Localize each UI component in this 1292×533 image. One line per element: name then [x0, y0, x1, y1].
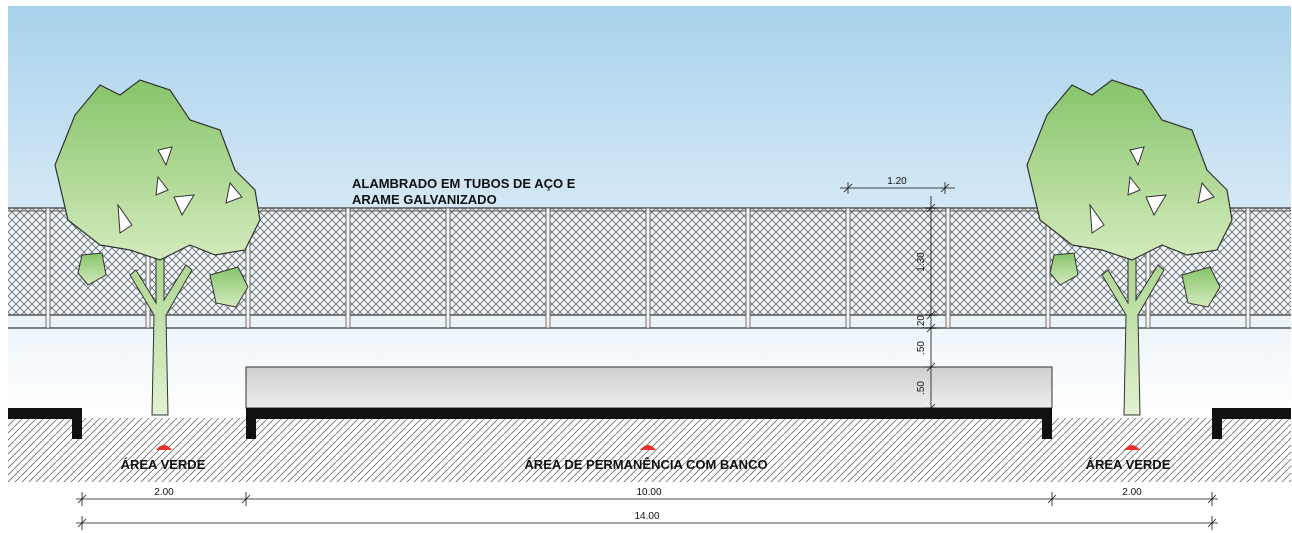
dimension-fence-spacing [840, 182, 955, 194]
fence-post [545, 207, 551, 329]
marker-icon [156, 445, 172, 450]
dimension-label-clearance: .50 [916, 341, 927, 355]
dimension-vertical-chain [925, 196, 937, 413]
dimension-label-spacing: 1.20 [887, 176, 907, 187]
dimension-label-bench-height: .50 [916, 381, 927, 395]
dimension-label-fence-height: 1.30 [916, 252, 927, 272]
dimension-label-right-green: 2.00 [1122, 487, 1142, 498]
curbs [8, 408, 1291, 439]
dimension-total [76, 516, 1218, 530]
zone-label-right: ÁREA VERDE [1086, 457, 1171, 472]
bench [245, 366, 1053, 409]
dimension-bottom-segments [76, 492, 1218, 506]
zone-label-center: ÁREA DE PERMANÊNCIA COM BANCO [524, 457, 767, 472]
fence-post [445, 207, 451, 329]
fence-post [945, 207, 951, 329]
fence-post [845, 207, 851, 329]
dimension-label-center: 10.00 [636, 487, 661, 498]
fence-label-line1: ALAMBRADO EM TUBOS DE AÇO E [352, 176, 576, 191]
dimension-label-left-green: 2.00 [154, 487, 174, 498]
fence-post [45, 207, 51, 329]
fence-label-line2: ARAME GALVANIZADO [352, 192, 497, 207]
marker-icon [640, 445, 656, 450]
zone-label-left: ÁREA VERDE [121, 457, 206, 472]
fence-post [645, 207, 651, 329]
dimension-label-fence-base: .20 [916, 315, 927, 329]
fence-post [745, 207, 751, 329]
fence-post [1245, 207, 1251, 329]
fence-post [345, 207, 351, 329]
marker-icon [1124, 445, 1140, 450]
dimension-label-total: 14.00 [634, 511, 659, 522]
